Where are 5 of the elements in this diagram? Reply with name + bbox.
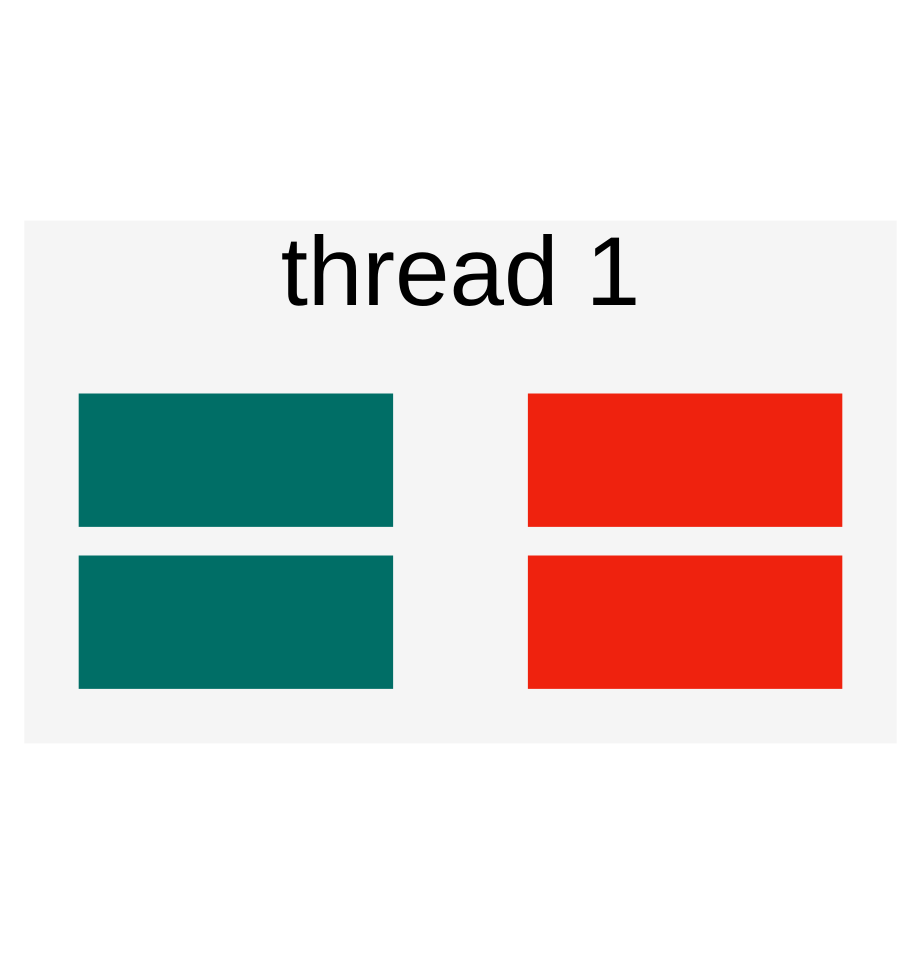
node-box — [78, 393, 394, 526]
node-box — [528, 393, 842, 526]
cluster: thread 1 — [24, 220, 897, 743]
node-box — [78, 555, 394, 688]
node-box — [528, 555, 842, 688]
